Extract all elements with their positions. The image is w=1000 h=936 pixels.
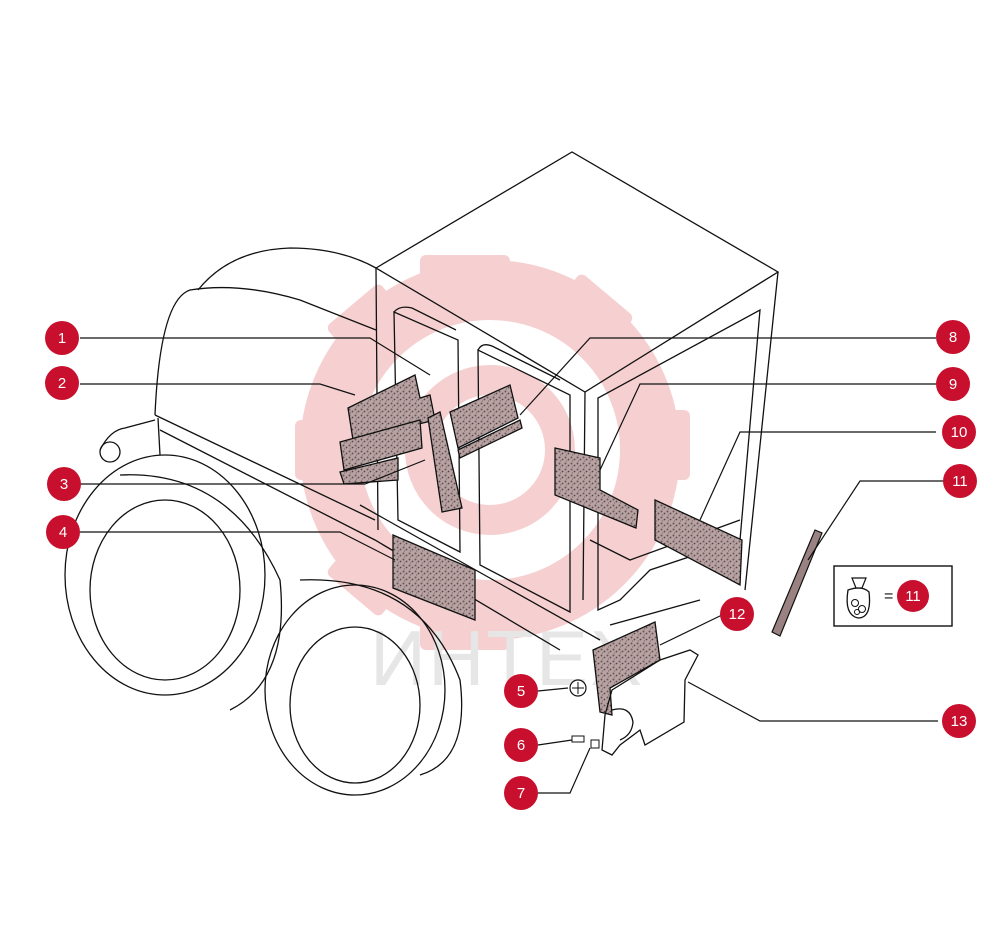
svg-text:11: 11 xyxy=(952,473,968,490)
svg-text:3: 3 xyxy=(60,476,68,493)
hood-outline xyxy=(99,247,561,651)
callout-5: 5 xyxy=(504,674,538,708)
callout-4: 4 xyxy=(46,515,80,549)
callout-10: 10 xyxy=(942,415,976,449)
pad-3 xyxy=(427,411,463,513)
leader-lines xyxy=(80,337,944,794)
pad-4 xyxy=(392,534,476,621)
pad-2 xyxy=(339,419,423,471)
small-hardware xyxy=(569,679,600,749)
bracket-plate xyxy=(601,649,699,756)
pad-10 xyxy=(654,498,743,587)
pad-9 xyxy=(554,447,639,529)
svg-text:12: 12 xyxy=(729,606,746,623)
callout-11: 11 xyxy=(943,464,977,498)
rear-wheel xyxy=(264,579,463,796)
insulation-pads xyxy=(339,374,743,716)
callout-9: 9 xyxy=(936,367,970,401)
svg-text:8: 8 xyxy=(949,329,957,346)
callout-7: 7 xyxy=(504,776,538,810)
pad-12 xyxy=(592,621,661,716)
svg-text:6: 6 xyxy=(517,737,525,754)
callout-3: 3 xyxy=(47,467,81,501)
svg-text:2: 2 xyxy=(58,375,66,392)
callout-6: 6 xyxy=(504,728,538,762)
legend-callout-label: 11 xyxy=(905,588,921,605)
parts-bag-icon xyxy=(846,577,871,619)
legend-callout-badge xyxy=(897,580,929,612)
legend-equals: = xyxy=(884,588,893,605)
legend-box: = 11 xyxy=(833,565,953,627)
callout-2: 2 xyxy=(45,366,79,400)
front-wheel xyxy=(64,454,283,711)
svg-text:5: 5 xyxy=(517,683,525,700)
callout-8: 8 xyxy=(936,320,970,354)
svg-text:13: 13 xyxy=(951,713,968,730)
svg-text:4: 4 xyxy=(59,524,67,541)
callout-12: 12 xyxy=(720,597,754,631)
svg-text:1: 1 xyxy=(58,330,66,347)
pad-8b xyxy=(457,419,523,459)
pad-8 xyxy=(449,384,519,449)
svg-text:10: 10 xyxy=(951,424,968,441)
callout-1: 1 xyxy=(45,321,79,355)
pad-2b xyxy=(339,457,399,485)
callout-13: 13 xyxy=(942,704,976,738)
svg-text:9: 9 xyxy=(949,376,957,393)
svg-text:7: 7 xyxy=(517,785,525,802)
strip-part xyxy=(771,529,823,637)
